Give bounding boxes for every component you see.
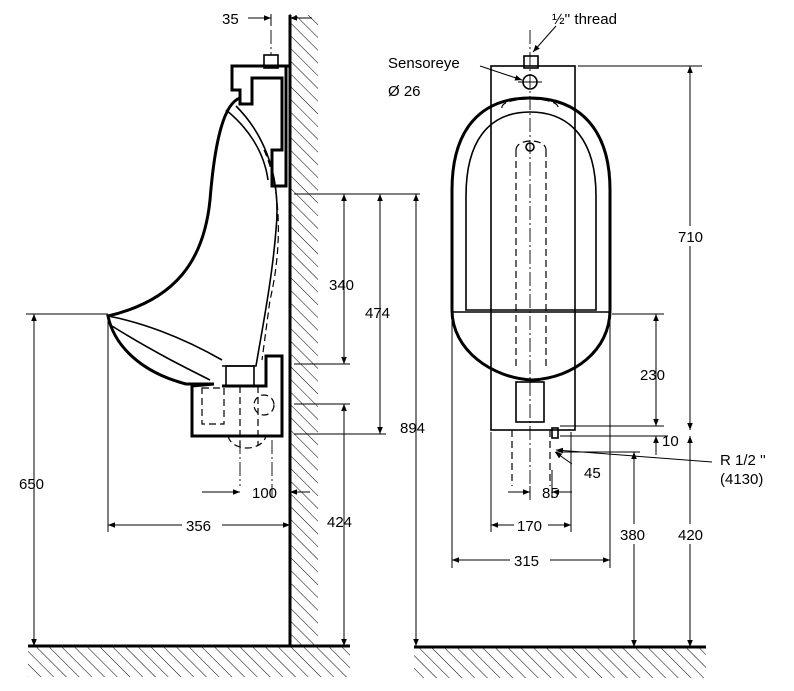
thread-label: ½'' thread (552, 11, 617, 28)
thread-r-half-label: R 1/2 '' (720, 452, 766, 469)
front-rim-dashed (501, 98, 559, 109)
trap-ring (253, 394, 275, 416)
floor-hatch-left (28, 647, 350, 677)
dim-10: 10 (662, 433, 679, 450)
dim-85: 85 (542, 485, 559, 502)
outlet-box (190, 354, 284, 438)
dim-230: 230 (640, 367, 665, 384)
front-bowl-inner (465, 111, 597, 311)
dim-424: 424 (327, 514, 352, 531)
mounting-plate (490, 65, 576, 431)
water-inlet (551, 427, 559, 439)
part-code-label: (4130) (720, 471, 763, 488)
wall-hatch (290, 15, 318, 645)
dim-315: 315 (514, 553, 539, 570)
side-view: 35 340 474 894 424 650 356 100 (19, 11, 425, 677)
dim-170: 170 (517, 518, 542, 535)
front-view: ½'' thread Sensoreye Ø 26 710 230 10 R 1… (388, 11, 766, 678)
dim-45: 45 (584, 465, 601, 482)
front-outlet (515, 381, 545, 423)
front-waste-dashed (511, 430, 551, 486)
urinal-bowl-inner (222, 105, 278, 367)
trap-dashed (201, 387, 225, 425)
valve-head (523, 55, 539, 69)
front-bowl-outline (450, 96, 612, 382)
urinal-lip-under (111, 325, 211, 381)
outlet-socket (225, 365, 255, 387)
dim-420: 420 (678, 527, 703, 544)
inner-channel (225, 109, 269, 181)
dim-474: 474 (365, 305, 390, 322)
urinal-bowl-outline (106, 96, 241, 386)
sensor-diameter-label: Ø 26 (388, 83, 421, 100)
front-channel-dashed (515, 140, 547, 370)
dim-356: 356 (186, 518, 211, 535)
dim-650: 650 (19, 476, 44, 493)
dim-35: 35 (222, 11, 239, 28)
sensoreye-label: Sensoreye (388, 55, 460, 72)
dim-894: 894 (400, 420, 425, 437)
dim-710: 710 (678, 229, 703, 246)
urinal-lip (107, 315, 223, 361)
dim-380: 380 (620, 527, 645, 544)
flush-housing (230, 64, 290, 188)
waste-pipe-dashed (227, 386, 267, 449)
inner-rim-dashed (261, 149, 279, 361)
floor-hatch-right (414, 648, 706, 678)
dim-340: 340 (329, 277, 354, 294)
dim-100: 100 (252, 485, 277, 502)
